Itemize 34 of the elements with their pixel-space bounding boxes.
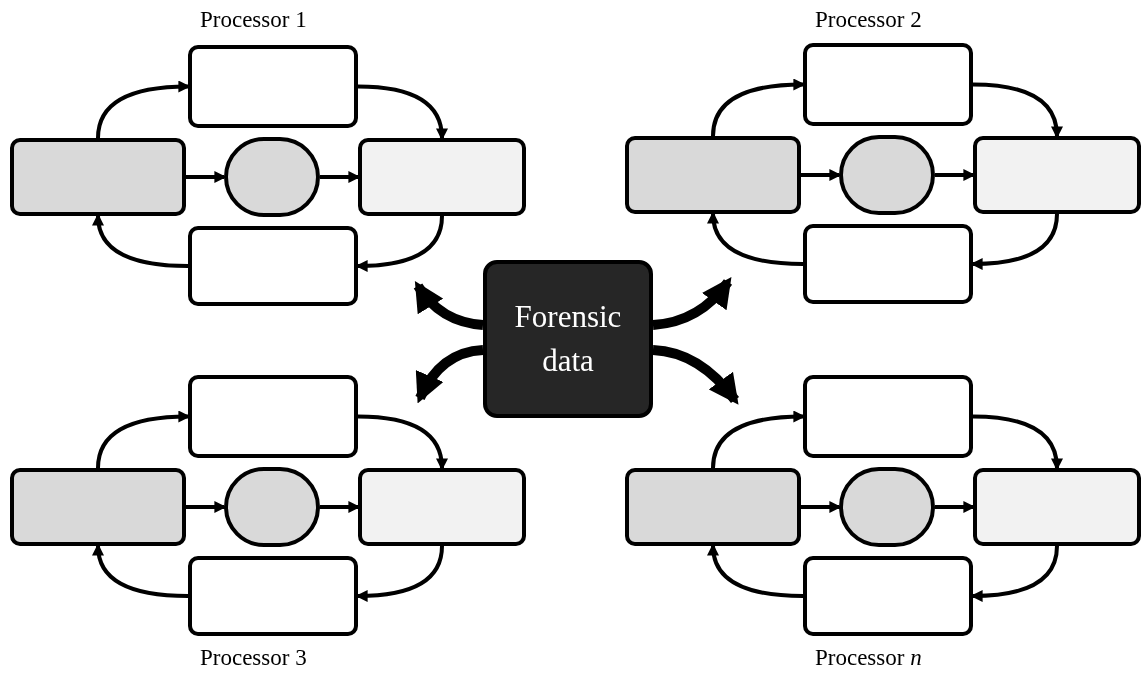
- arrow: [652, 345, 739, 405]
- arrow: [92, 213, 189, 268]
- process-box: [10, 138, 186, 216]
- data-box: [483, 260, 653, 418]
- process-box: [188, 375, 358, 458]
- arrow: [413, 281, 484, 330]
- arrow: [707, 211, 804, 266]
- arrow: [707, 543, 804, 598]
- process-box: [10, 468, 186, 546]
- arrow: [357, 84, 448, 141]
- process-box: [803, 224, 973, 304]
- process-box: [625, 136, 801, 214]
- arrow: [972, 82, 1063, 139]
- process-box: [803, 375, 973, 458]
- arrow: [415, 345, 484, 404]
- process-box: [803, 43, 973, 126]
- processor-label: Processor 1: [200, 6, 307, 34]
- processor-label: Processor n: [815, 644, 922, 672]
- node-text: Forensic data: [513, 298, 623, 380]
- arrow: [972, 414, 1063, 471]
- process-box: [973, 468, 1141, 546]
- arrow: [357, 414, 448, 471]
- process-box: [358, 138, 526, 216]
- process-box: [625, 468, 801, 546]
- process-box: [188, 226, 358, 306]
- arrow: [92, 543, 189, 598]
- processor-label: Processor 3: [200, 644, 307, 672]
- process-box: [188, 556, 358, 636]
- process-box: [973, 136, 1141, 214]
- process-box: [358, 468, 526, 546]
- processor-label: Processor 2: [815, 6, 922, 34]
- arrow: [652, 277, 732, 330]
- process-box: [188, 45, 358, 128]
- process-box: [803, 556, 973, 636]
